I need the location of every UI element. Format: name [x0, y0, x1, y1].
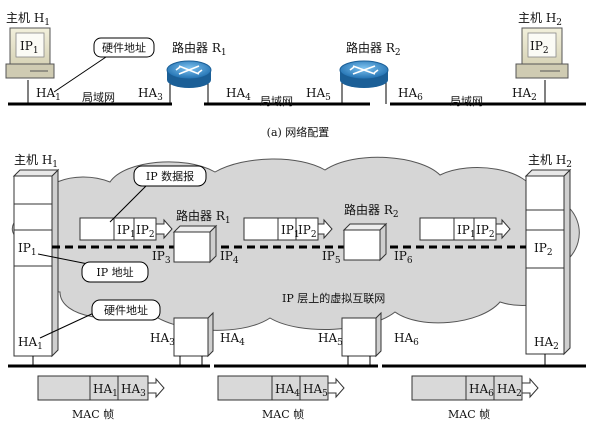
mac-frame-1-src: HA1 — [93, 382, 118, 399]
ip-address-callout: IP 地址 — [37, 253, 149, 283]
top-router-r2-label: 路由器 R2 — [346, 40, 401, 58]
bottom-ha4-label: HA4 — [220, 331, 245, 348]
top-ha5-label: HA5 — [306, 86, 331, 103]
bottom-ha2-label: HA2 — [534, 335, 559, 352]
bottom-ip5-label: IP5 — [322, 249, 341, 266]
top-lan3-label: 局域网 — [450, 95, 483, 108]
top-ip1-label: IP1 — [20, 39, 39, 56]
mac-frame-2: HA4 HA5 MAC 帧 — [217, 375, 345, 421]
top-ip2-label: IP2 — [530, 39, 549, 56]
datagram-1-dst: IP2 — [136, 223, 155, 240]
bottom-ha1-label: HA1 — [18, 335, 43, 352]
mac-frame-3-src: HA6 — [469, 382, 494, 399]
router-r2-cube — [342, 222, 388, 262]
datagram-2-src: IP1 — [281, 223, 300, 240]
datagram-3-src: IP1 — [457, 223, 476, 240]
bottom-router-r1-label: 路由器 R1 — [176, 208, 231, 226]
bottom-ip2-label: IP2 — [534, 241, 553, 258]
top-ha3-label: HA3 — [138, 86, 163, 103]
top-ha4-label: HA4 — [226, 86, 251, 103]
bottom-router-r2-label: 路由器 R2 — [344, 202, 399, 220]
mac-frame-3-dst: HA2 — [497, 382, 522, 399]
bottom-ip3-label: IP3 — [152, 249, 171, 266]
top-ha2-label: HA2 — [512, 86, 537, 103]
top-lan1-label: 局域网 — [82, 91, 115, 104]
mac-frame-1-label: MAC 帧 — [72, 407, 114, 421]
svg-text:IP 数据报: IP 数据报 — [146, 169, 194, 183]
host-h1-protocol-stack — [12, 168, 60, 366]
datagram-1-src: IP1 — [117, 223, 136, 240]
top-router-r2-icon — [339, 60, 389, 104]
host-h2-computer: IP2 — [515, 27, 569, 104]
ip-datagram-3: IP1 IP2 — [419, 217, 511, 241]
bottom-ha5-label: HA5 — [318, 331, 343, 348]
bottom-ha3-label: HA3 — [150, 331, 175, 348]
bottom-hardware-address-callout: 硬件地址 — [39, 299, 161, 339]
mac-frame-3: HA6 HA2 MAC 帧 — [411, 375, 539, 421]
mac-frame-1: HA1 HA3 MAC 帧 — [37, 375, 165, 421]
top-router-r1-label: 路由器 R1 — [172, 40, 227, 58]
top-caption: (a) 网络配置 — [267, 125, 330, 139]
bottom-ip6-label: IP6 — [394, 249, 413, 266]
mac-frame-2-dst: HA5 — [303, 382, 328, 399]
svg-text:IP 地址: IP 地址 — [96, 265, 133, 279]
mac-frame-2-arrow-icon — [327, 377, 345, 399]
ip-datagram-callout: IP 数据报 — [109, 165, 207, 223]
mac-frame-3-label: MAC 帧 — [448, 407, 490, 421]
svg-text:硬件地址: 硬件地址 — [102, 41, 146, 55]
mac-frame-1-dst: HA3 — [121, 382, 146, 399]
ip-datagram-1: IP1 IP2 — [79, 217, 173, 241]
network-configuration-panel: IP1 主机 H1 硬件地址 HA1 局域网 HA3 路由器 R1 HA4 局域… — [5, 11, 586, 139]
datagram-2-dst: IP2 — [298, 223, 317, 240]
router-r2-link-box — [341, 311, 382, 366]
bottom-ha6-label: HA6 — [394, 331, 419, 348]
host-h1-computer: IP1 — [5, 27, 55, 104]
virtual-internet-label: IP 层上的虚拟互联网 — [282, 291, 385, 305]
mac-frame-1-arrow-icon — [147, 377, 165, 399]
top-lan2-label: 局域网 — [260, 95, 293, 108]
ip-datagram-2: IP1 IP2 — [243, 217, 333, 241]
mac-frame-2-src: HA4 — [275, 382, 300, 399]
top-ha6-label: HA6 — [398, 86, 423, 103]
top-ha1-label: HA1 — [36, 86, 61, 103]
router-r1-link-box — [173, 311, 214, 366]
top-hardware-address-callout: 硬件地址 — [53, 37, 155, 93]
mac-frame-2-label: MAC 帧 — [262, 407, 304, 421]
host-h2-protocol-stack — [524, 168, 572, 366]
bottom-host-h2-label: 主机 H2 — [528, 153, 572, 170]
datagram-2-arrow-icon — [317, 218, 333, 240]
mac-frame-3-arrow-icon — [521, 377, 539, 399]
virtual-internet-panel: 主机 H1 IP1 HA1 主机 H2 IP2 HA2 — [8, 153, 586, 421]
top-host-h1-label: 主机 H1 — [6, 11, 50, 28]
bottom-host-h1-label: 主机 H1 — [14, 153, 58, 170]
top-router-r1-icon — [166, 60, 212, 104]
datagram-1-arrow-icon — [155, 218, 173, 240]
top-host-h2-label: 主机 H2 — [518, 11, 562, 28]
bottom-ip4-label: IP4 — [220, 249, 239, 266]
svg-text:硬件地址: 硬件地址 — [104, 303, 148, 317]
datagram-3-dst: IP2 — [476, 223, 495, 240]
router-r1-cube — [172, 224, 218, 264]
bottom-ip1-label: IP1 — [18, 241, 37, 258]
datagram-3-arrow-icon — [495, 218, 511, 240]
